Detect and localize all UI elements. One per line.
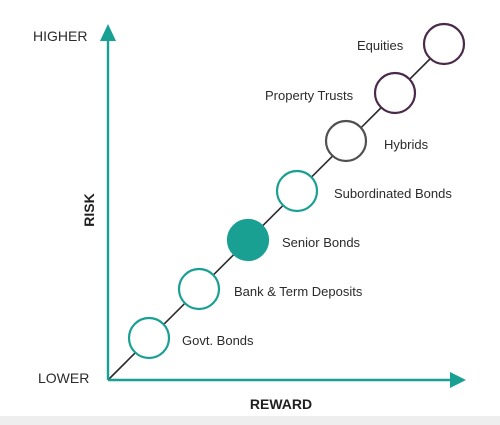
node-govt-bonds: Govt. Bonds	[127, 316, 254, 360]
node-marker	[127, 316, 171, 360]
node-label: Subordinated Bonds	[334, 186, 452, 201]
node-label: Hybrids	[384, 137, 429, 152]
node-marker	[275, 169, 319, 213]
x-axis-arrowhead	[450, 372, 466, 388]
node-label: Senior Bonds	[282, 235, 361, 250]
y-axis-title: RISK	[81, 193, 97, 226]
node-equities: Equities	[357, 22, 466, 66]
node-marker	[177, 267, 221, 311]
node-marker	[422, 22, 466, 66]
bottom-strip	[0, 416, 500, 425]
node-label: Bank & Term Deposits	[234, 284, 363, 299]
node-marker	[226, 218, 270, 262]
node-hybrids: Hybrids	[324, 119, 429, 163]
y-axis-top-label: HIGHER	[33, 28, 87, 44]
y-axis-arrowhead	[100, 24, 116, 41]
node-label: Govt. Bonds	[182, 333, 254, 348]
y-axis-bottom-label: LOWER	[38, 370, 89, 386]
node-label: Property Trusts	[265, 88, 354, 103]
node-marker	[373, 71, 417, 115]
x-axis-title: REWARD	[250, 396, 312, 412]
node-marker	[324, 119, 368, 163]
node-property-trusts: Property Trusts	[265, 71, 417, 115]
node-bank-term-deposits: Bank & Term Deposits	[177, 267, 363, 311]
node-senior-bonds: Senior Bonds	[226, 218, 361, 262]
node-label: Equities	[357, 38, 404, 53]
node-subordinated-bonds: Subordinated Bonds	[275, 169, 452, 213]
